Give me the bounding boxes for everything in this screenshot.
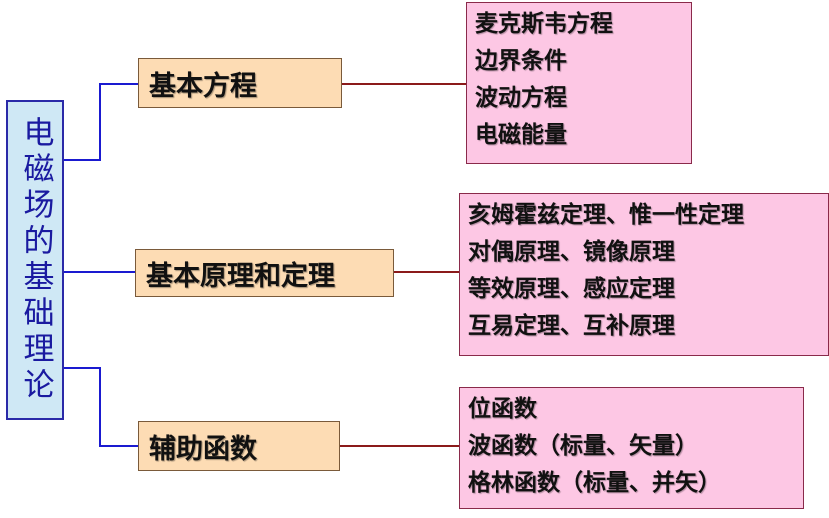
leaf-box-auxiliary-functions: 位函数 波函数（标量、矢量） 格林函数（标量、并矢） — [459, 387, 804, 509]
branch-title: 基本原理和定理 — [146, 260, 335, 292]
root-node: 电磁场的基础理论 — [6, 100, 64, 420]
branch-title: 基本方程 — [149, 70, 257, 102]
leaf-item: 对偶原理、镜像原理 — [468, 239, 675, 265]
leaf-item: 电磁能量 — [475, 122, 567, 148]
branch-title: 辅助函数 — [149, 433, 257, 465]
branch-node-basic-equations: 基本方程 — [138, 58, 342, 108]
branch-node-auxiliary-functions: 辅助函数 — [138, 421, 340, 471]
leaf-box-basic-equations: 麦克斯韦方程 边界条件 波动方程 电磁能量 — [466, 2, 692, 164]
leaf-box-principles: 亥姆霍兹定理、惟一性定理 对偶原理、镜像原理 等效原理、感应定理 互易定理、互补… — [459, 193, 829, 356]
leaf-item: 格林函数（标量、并矢） — [468, 470, 721, 496]
leaf-item: 亥姆霍兹定理、惟一性定理 — [468, 202, 744, 228]
leaf-item: 边界条件 — [475, 48, 567, 74]
leaf-item: 麦克斯韦方程 — [475, 11, 613, 37]
leaf-item: 波动方程 — [475, 85, 567, 111]
leaf-item: 位函数 — [468, 396, 537, 422]
branch-node-principles: 基本原理和定理 — [135, 249, 394, 297]
leaf-item: 等效原理、感应定理 — [468, 276, 675, 302]
leaf-item: 波函数（标量、矢量） — [468, 433, 698, 459]
connector-root-to-branch-3 — [64, 367, 138, 447]
connector-root-to-branch-1 — [64, 83, 138, 161]
root-label: 电磁场的基础理论 — [17, 116, 54, 404]
leaf-item: 互易定理、互补原理 — [468, 313, 675, 339]
